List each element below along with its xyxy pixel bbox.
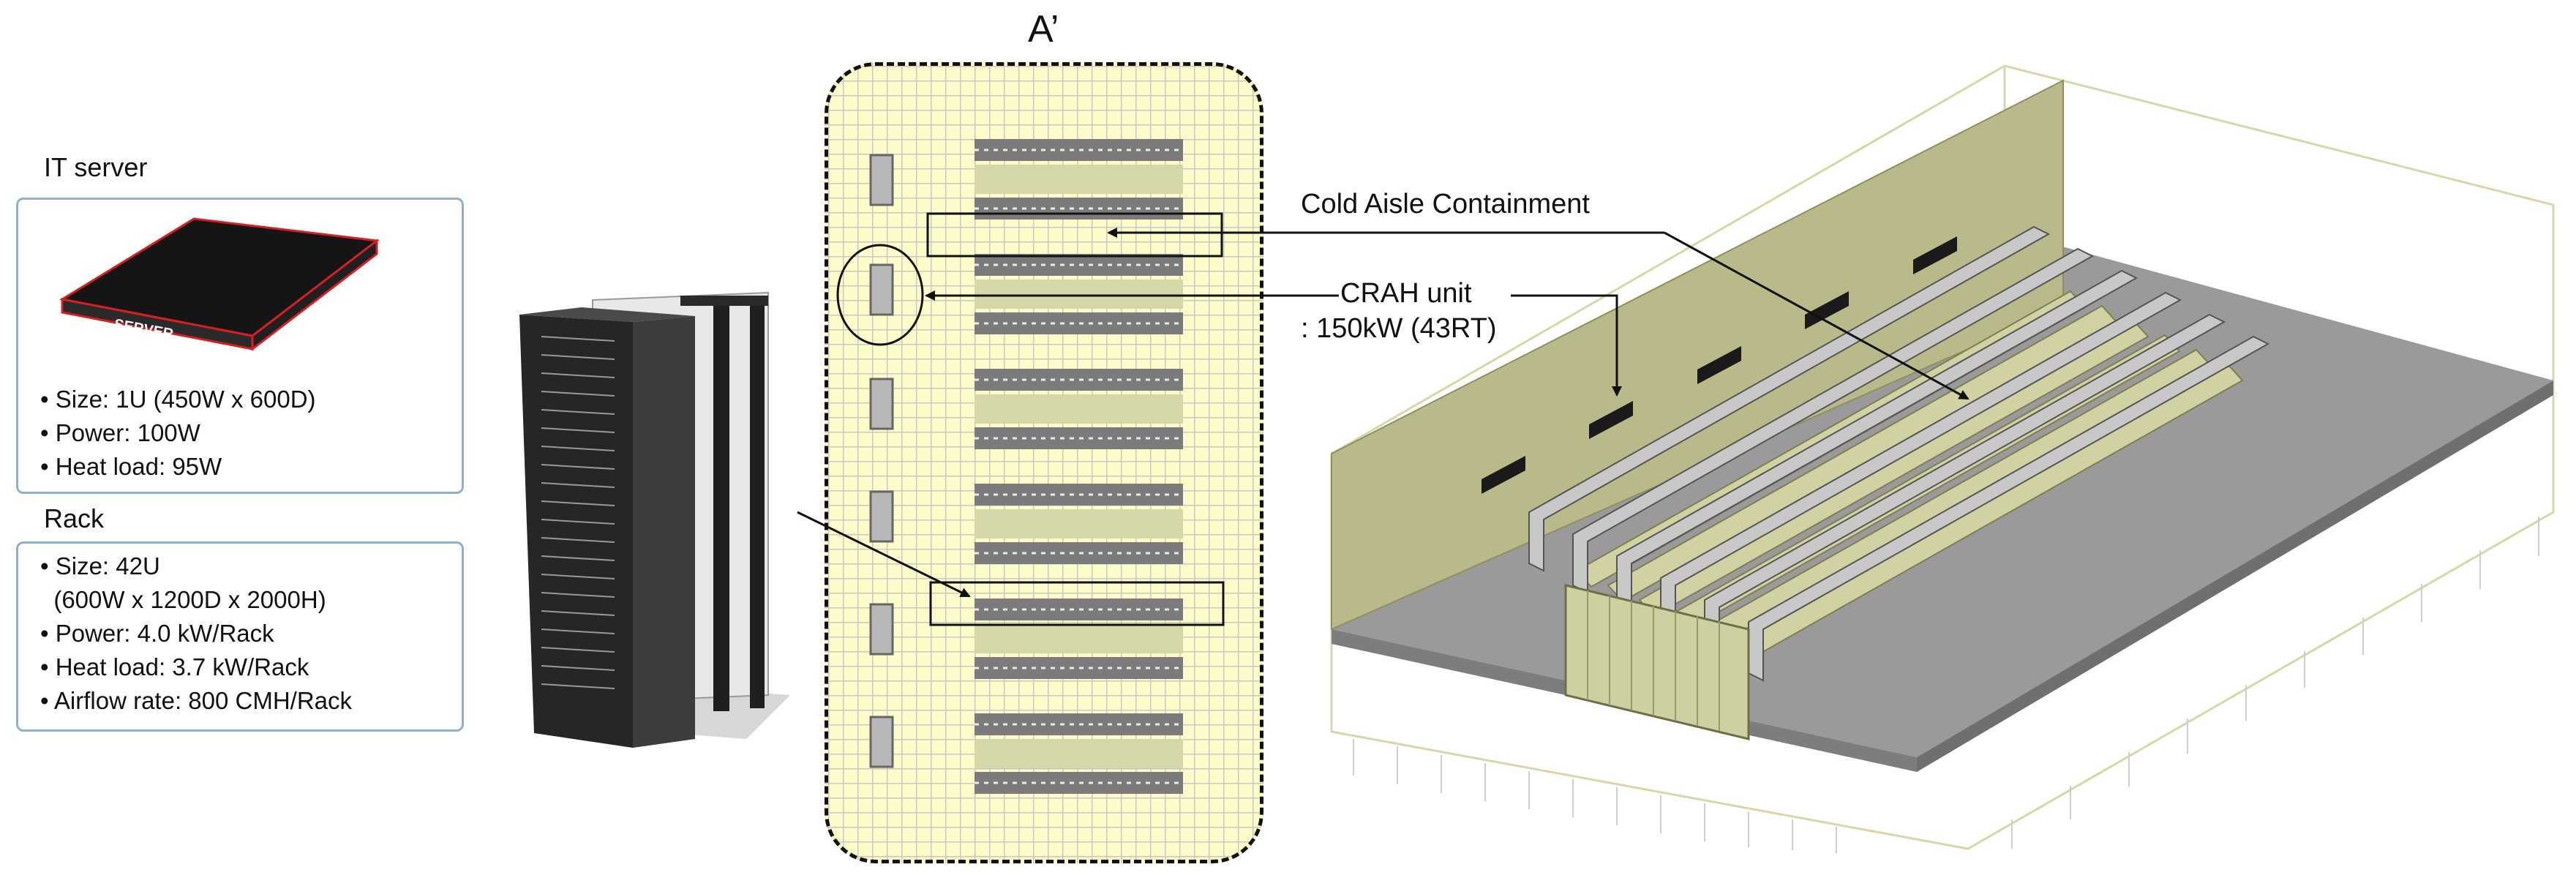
rack-row-3d [1572, 247, 2095, 594]
rack-body-side [633, 316, 695, 748]
cold-aisle-strip [975, 739, 1183, 768]
rack-frame-post-right [750, 299, 765, 708]
it-server-spec-list: • Size: 1U (450W x 600D) • Power: 100W •… [40, 383, 316, 484]
rack-spec-airflow: • Airflow rate: 800 CMH/Rack [40, 687, 353, 714]
it-server-spec-box: SERVER • Size: 1U (450W x 600D) • Power:… [16, 198, 464, 494]
end-panel-ribs [1587, 590, 1720, 731]
server-icon: SERVER [59, 217, 380, 350]
cold-aisle-highlight-box [926, 212, 1223, 258]
crah-unit [869, 603, 894, 656]
it-server-spec-heat: • Heat load: 95W [40, 453, 222, 480]
server-side-face [251, 238, 378, 350]
rack-spec-power: • Power: 4.0 kW/Rack [40, 620, 274, 647]
crah-arrow-to-3d [1511, 294, 1622, 397]
rack-heading: Rack [44, 503, 105, 533]
crah-vent [1913, 236, 1957, 274]
cold-aisle-strip [975, 624, 1183, 653]
rack-spec-size: • Size: 42U [40, 552, 160, 579]
rack-frame-post-left [713, 301, 729, 711]
crah-unit [869, 154, 894, 206]
crah-vent [1589, 401, 1633, 439]
rack-spec-heat: • Heat load: 3.7 kW/Rack [40, 653, 309, 680]
cold-aisle-strip [975, 509, 1183, 539]
crah-unit-highlight-circle [836, 244, 924, 346]
crah-unit-label: CRAH unit [1340, 278, 1472, 309]
crah-vent [1482, 456, 1525, 494]
rack-spec-list: • Size: 42U (600W x 1200D x 2000H) • Pow… [40, 549, 352, 718]
it-server-spec-size: • Size: 1U (450W x 600D) [40, 386, 316, 413]
cold-aisle-containment-label: Cold Aisle Containment [1301, 189, 1590, 220]
cold-aisle-strip [975, 165, 1183, 194]
rack-arrow-to-plan [797, 511, 971, 598]
cold-aisle-strip [975, 394, 1183, 424]
floor-plan-layout [869, 139, 1183, 794]
rack-illustration [519, 291, 790, 748]
rack-frame-top [680, 296, 768, 306]
crah-unit [869, 490, 894, 543]
crah-unit-capacity: : 150kW (43RT) [1301, 313, 1497, 344]
rack-row-3d [1528, 225, 2051, 572]
rack-spec-box: • Size: 42U (600W x 1200D x 2000H) • Pow… [16, 541, 464, 732]
rack-body-front [519, 315, 633, 748]
cold-aisle-arrow-to-3d [1664, 231, 1969, 400]
rack-slot-pattern [975, 149, 1183, 784]
containment-end-panel [1564, 584, 1750, 740]
crah-vent [1697, 346, 1741, 384]
rack-row-highlight-box [929, 581, 1225, 626]
cold-aisle-strip [975, 279, 1183, 309]
crah-unit [869, 716, 894, 768]
room-floor-edge-right [1917, 380, 2553, 772]
it-server-spec-power: • Power: 100W [40, 419, 200, 446]
floor-plan-label: A’ [1028, 8, 1059, 50]
raised-floor-posts [1353, 517, 2539, 853]
it-server-heading: IT server [44, 152, 148, 182]
floor-plan [825, 62, 1263, 863]
crah-unit [869, 378, 894, 430]
rack-server-slots [541, 336, 615, 689]
rack-rows-3d [1528, 225, 2270, 682]
crah-unit [869, 263, 894, 316]
crah-vent [1805, 291, 1849, 329]
rack-spec-dimensions: (600W x 1200D x 2000H) [40, 586, 326, 613]
data-hall-3d-model [1330, 64, 2555, 853]
rack-body-top [519, 307, 695, 322]
crah-vents [1482, 236, 1957, 494]
